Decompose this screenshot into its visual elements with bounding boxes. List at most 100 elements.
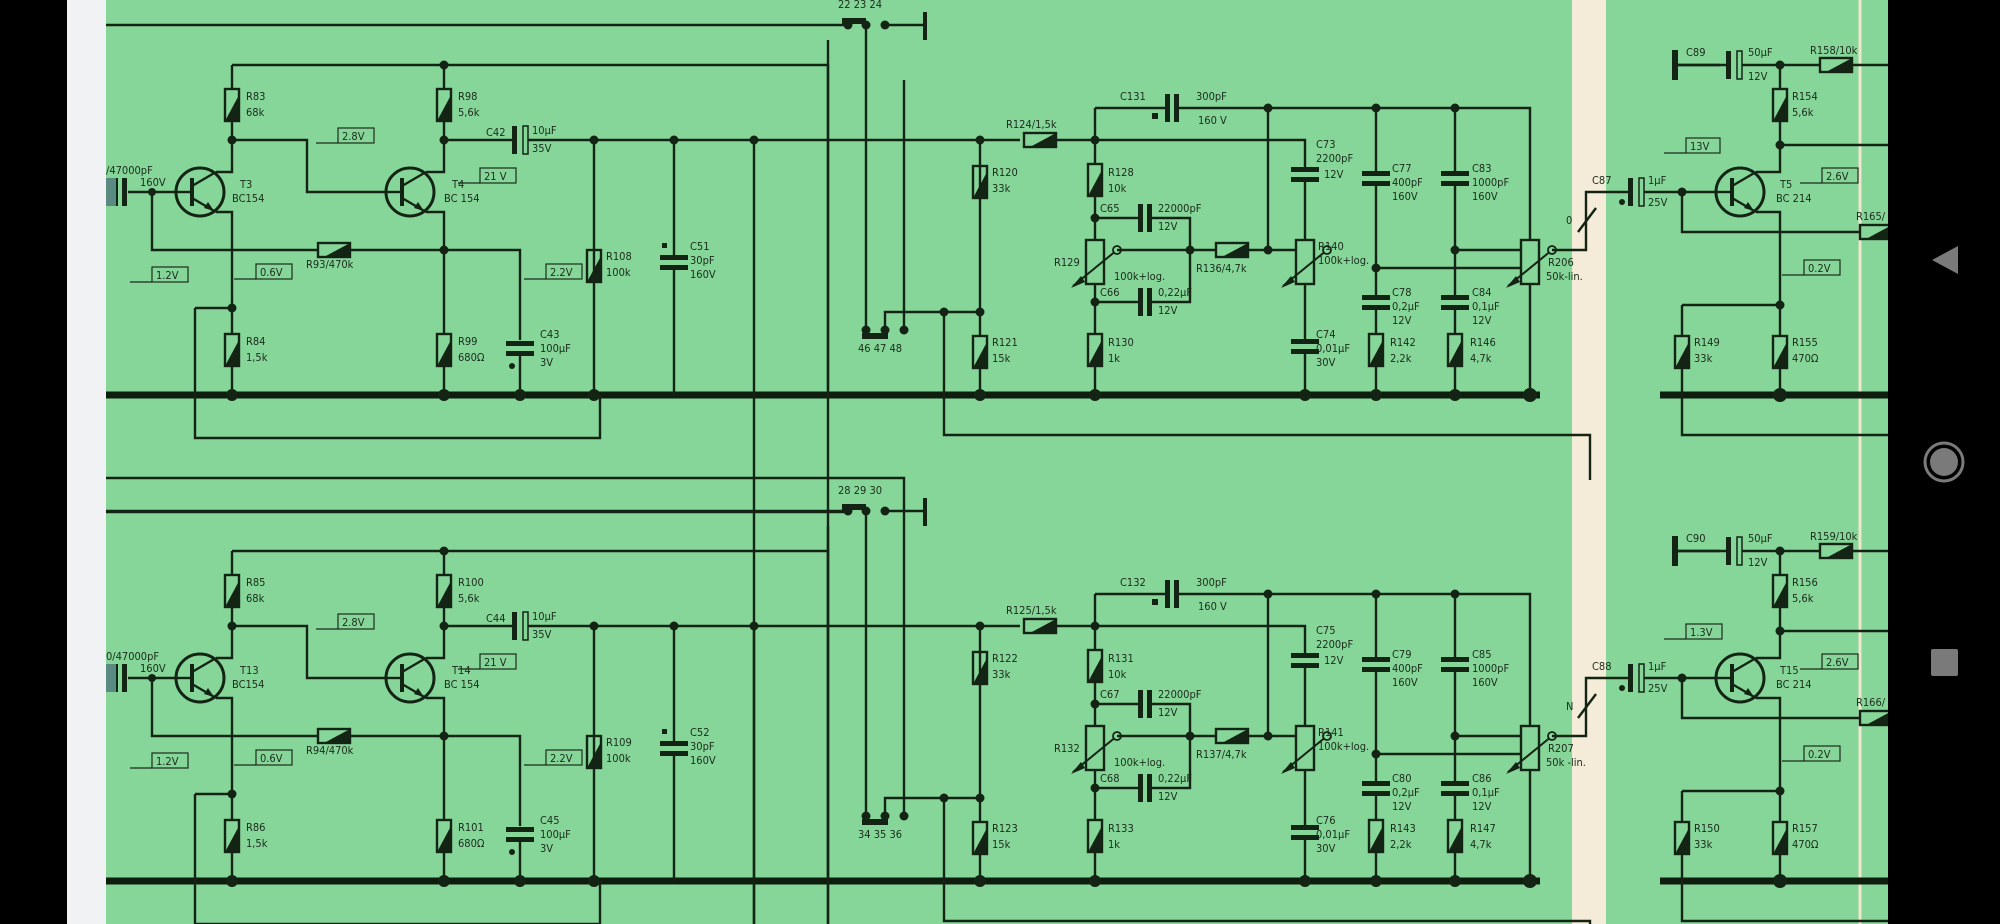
component-label: 160V (1392, 190, 1418, 203)
resistor-fill (324, 243, 350, 257)
component-label: C86 (1472, 772, 1492, 785)
component-label: 400pF (1392, 662, 1423, 675)
component-label: C42 (486, 126, 506, 139)
capacitor-plate (1441, 305, 1469, 310)
component-label: C45 (540, 814, 560, 827)
component-label: R94/470k (306, 744, 354, 757)
capacitor-plate (1291, 349, 1319, 354)
voltage-label: 2.6V (1826, 656, 1849, 669)
capacitor-plate (1736, 50, 1743, 80)
voltage-box (1685, 623, 1723, 640)
potentiometer-arrowhead (1281, 276, 1295, 288)
capacitor-plate (1291, 663, 1319, 668)
resistor-fill (1448, 826, 1462, 852)
home-button[interactable] (1888, 422, 2000, 502)
component-label: 470Ω (1792, 352, 1819, 365)
pot-mark-label: N (1566, 700, 1573, 713)
component-label: R159/10k (1810, 530, 1858, 543)
component-label: 12V (1324, 168, 1344, 181)
component-label: 12V (1748, 556, 1768, 569)
back-button[interactable] (1888, 220, 2000, 300)
component-label: 1,5k (246, 351, 268, 364)
capacitor-plate (660, 255, 688, 260)
component-label: 1k (1108, 352, 1120, 365)
component-label: T15 (1779, 664, 1799, 677)
resistor-fill (1826, 58, 1852, 72)
transistor-arrow (414, 202, 424, 211)
wire (1756, 696, 1782, 881)
component-label: R147 (1470, 822, 1496, 835)
capacitor-plate (1628, 178, 1633, 206)
junction-dot (1773, 874, 1787, 888)
voltage-box (255, 749, 293, 766)
voltage-box (545, 749, 583, 766)
voltage-label: 21 V (484, 656, 507, 669)
junction-dot (1773, 388, 1787, 402)
component-label: 100k+log. (1114, 270, 1165, 283)
component-label: C90 (1686, 532, 1706, 545)
junction-dot (974, 875, 986, 887)
left-black-margin (0, 0, 67, 924)
capacitor-plate (1138, 774, 1143, 802)
capacitor-plate (1362, 181, 1390, 186)
component-label: 100k+log. (1114, 756, 1165, 769)
junction-dot (226, 389, 238, 401)
component-label: BC 154 (444, 192, 480, 205)
capacitor-plate (1362, 305, 1390, 310)
resistor-fill (973, 828, 987, 854)
component-label: C80 (1392, 772, 1412, 785)
component-label: C74 (1316, 328, 1336, 341)
transistor-collector (1731, 656, 1757, 674)
transistor-collector (401, 656, 427, 674)
voltage-box (1803, 259, 1841, 276)
switch-bridge (862, 333, 888, 339)
component-label: R137/4,7k (1196, 748, 1247, 761)
wire (1056, 624, 1307, 636)
voltage-label: 0.6V (260, 752, 283, 765)
component-label: R120 (992, 166, 1018, 179)
component-label: 5,6k (458, 592, 480, 605)
resistor-fill (1773, 342, 1787, 368)
component-label: 33k (992, 668, 1011, 681)
resistor-fill (1773, 581, 1787, 607)
transistor-collector (401, 170, 427, 188)
capacitor-plate (1147, 204, 1152, 232)
recents-button[interactable] (1888, 622, 2000, 702)
component-label: R83 (246, 90, 265, 103)
component-label: R98 (458, 90, 477, 103)
component-label: 12V (1158, 706, 1178, 719)
wire (1756, 210, 1782, 395)
component-label: 15k (992, 838, 1011, 851)
capacitor-plate (1138, 204, 1143, 232)
component-label: C65 (1100, 202, 1120, 215)
component-label: 160V (690, 268, 716, 281)
component-label: R121 (992, 336, 1018, 349)
potentiometer-arrowhead (1281, 762, 1295, 774)
component-label: 30V (1316, 842, 1336, 855)
component-label: 5,6k (1792, 592, 1814, 605)
component-label: R132 (1054, 742, 1080, 755)
pot-mark-label: 0 (1566, 214, 1572, 227)
capacitor-plate (1362, 781, 1390, 786)
capacitor-plate (1174, 94, 1179, 122)
component-label: 5,6k (458, 106, 480, 119)
component-label: 50µF (1748, 532, 1773, 545)
component-label: 1µF (1648, 660, 1667, 673)
component-label: C79 (1392, 648, 1412, 661)
voltage-label: 2.8V (342, 130, 365, 143)
component-label: C66 (1100, 286, 1120, 299)
voltage-label: 13V (1690, 140, 1710, 153)
component-label: 5,6k (1792, 106, 1814, 119)
voltage-label: 1.3V (1690, 626, 1713, 639)
junction-dot (1370, 875, 1382, 887)
wire (942, 312, 1592, 480)
component-label: 4,7k (1470, 352, 1492, 365)
component-label: 2,2k (1390, 352, 1412, 365)
component-label: R123 (992, 822, 1018, 835)
wire (193, 395, 602, 440)
component-label: C51 (690, 240, 710, 253)
resistor-fill (225, 340, 239, 366)
trim-cap (1577, 693, 1597, 719)
